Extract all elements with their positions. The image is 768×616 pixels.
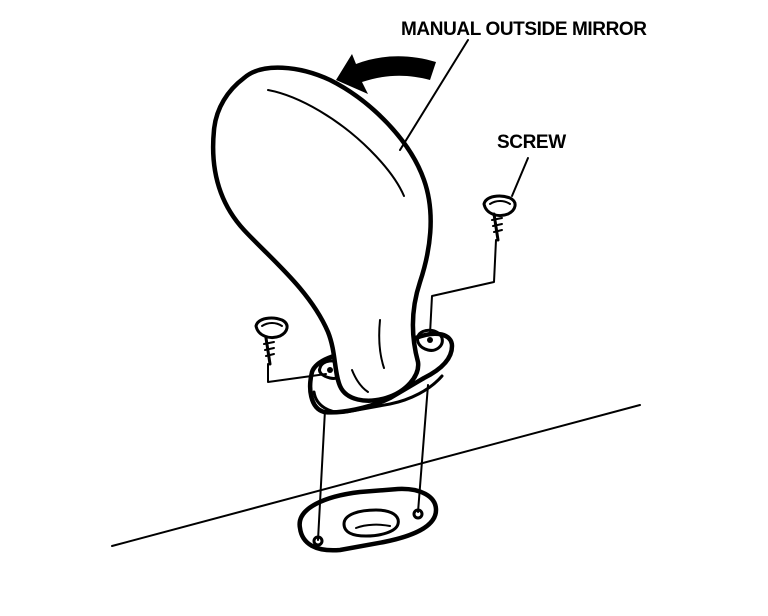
mirror-housing [210, 65, 433, 403]
screw-icon [254, 316, 289, 366]
alignment-line-left [317, 409, 326, 541]
screw-label-leader [511, 157, 529, 197]
alignment-line-right [417, 384, 429, 513]
screw-icon [482, 194, 517, 242]
manual-outside-mirror-label: MANUAL OUTSIDE MIRROR [401, 19, 647, 40]
curved-arrow-left-icon [336, 54, 436, 94]
right-screw-alignment [429, 239, 497, 335]
door-edge-line [111, 404, 641, 547]
door-mounting-base [297, 486, 439, 553]
left-screw-alignment [267, 363, 327, 383]
screw-label: SCREW [497, 132, 566, 153]
mirror-label-leader [399, 39, 469, 151]
